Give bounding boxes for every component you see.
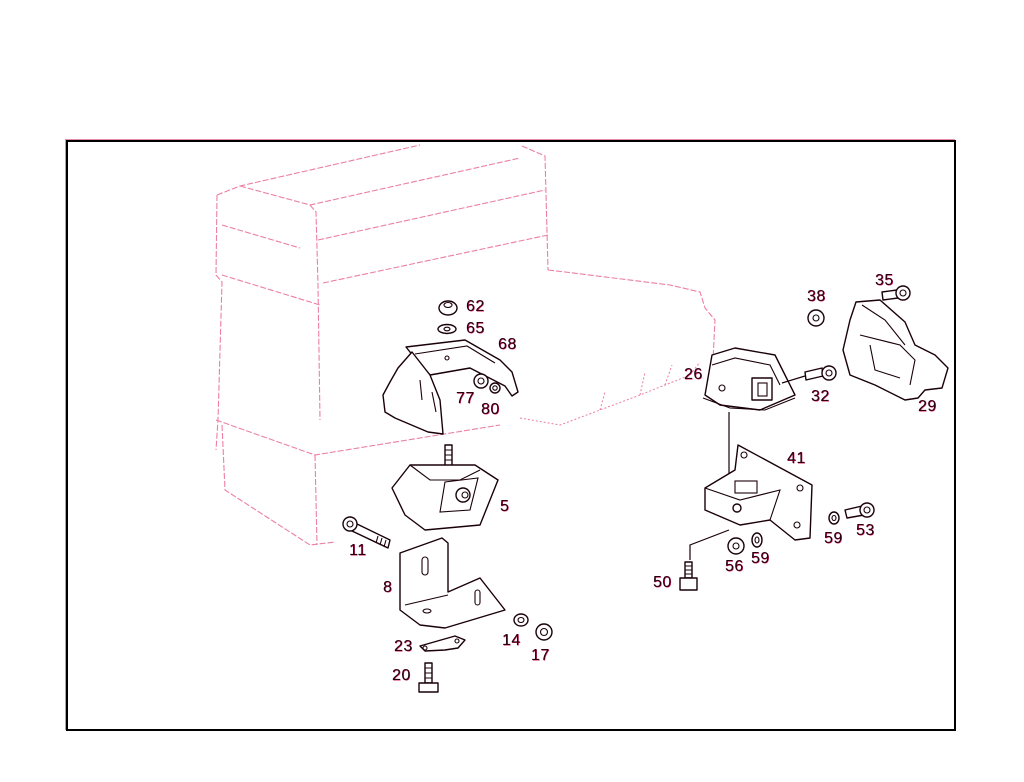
callout-41[interactable]: 41 — [787, 450, 806, 467]
callout-56[interactable]: 56 — [725, 558, 744, 575]
callout-80[interactable]: 80 — [481, 401, 500, 418]
front-mount-bracket-68 — [382, 300, 519, 435]
callout-53[interactable]: 53 — [856, 522, 875, 539]
callout-20[interactable]: 20 — [392, 667, 411, 684]
lower-bracket-8 — [399, 537, 553, 693]
callout-14[interactable]: 14 — [502, 632, 521, 649]
bolt-11 — [342, 516, 391, 549]
engine-block-outline — [215, 144, 716, 546]
rear-mount-26 — [702, 309, 837, 475]
crossmember-bracket-41 — [679, 444, 875, 591]
callout-8[interactable]: 8 — [383, 579, 393, 596]
callout-50[interactable]: 50 — [653, 574, 672, 591]
callout-23[interactable]: 23 — [394, 638, 413, 655]
callout-59-right[interactable]: 59 — [824, 530, 843, 547]
callout-65[interactable]: 65 — [466, 320, 485, 337]
transmission-bracket-29 — [842, 285, 949, 401]
callout-5[interactable]: 5 — [500, 498, 510, 515]
rubber-mount-5 — [391, 444, 499, 531]
callout-26[interactable]: 26 — [684, 366, 703, 383]
callout-32[interactable]: 32 — [811, 388, 830, 405]
callout-29[interactable]: 29 — [918, 398, 937, 415]
callout-68[interactable]: 68 — [498, 336, 517, 353]
callout-35[interactable]: 35 — [875, 272, 894, 289]
diagram-frame — [66, 140, 956, 731]
callout-77[interactable]: 77 — [456, 390, 475, 407]
callout-38[interactable]: 38 — [807, 288, 826, 305]
callout-17[interactable]: 17 — [531, 647, 550, 664]
callout-11[interactable]: 11 — [349, 542, 367, 559]
callout-59-lower[interactable]: 59 — [751, 550, 770, 567]
callout-62[interactable]: 62 — [466, 298, 485, 315]
